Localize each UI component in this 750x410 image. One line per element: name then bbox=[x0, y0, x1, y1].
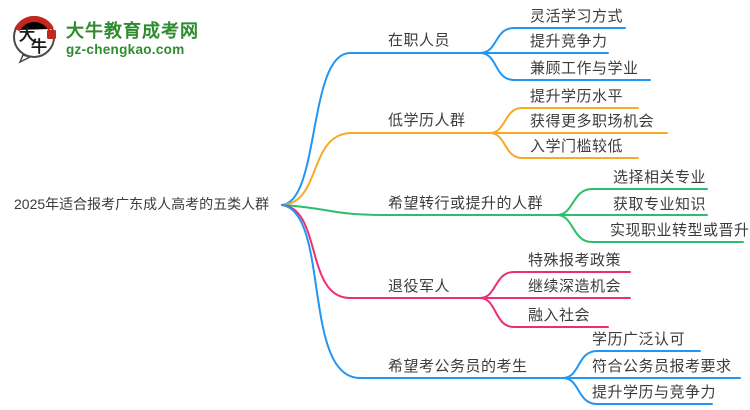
branch-child-label: 提升学历水平 bbox=[530, 88, 624, 105]
site-logo: 大 牛 大牛教育成考网 gz-chengkao.com bbox=[10, 12, 199, 64]
site-name: 大牛教育成考网 bbox=[66, 21, 199, 41]
logo-text-block: 大牛教育成考网 gz-chengkao.com bbox=[66, 12, 199, 58]
branch-child-label: 实现职业转型或晋升 bbox=[610, 222, 750, 239]
branch-4-line bbox=[281, 204, 481, 299]
branch-child-label: 符合公务员报考要求 bbox=[592, 358, 732, 375]
branch-child-label: 提升学历与竞争力 bbox=[592, 384, 717, 401]
bubble-tail bbox=[18, 54, 33, 64]
site-url: gz-chengkao.com bbox=[66, 42, 185, 57]
branch-child-label: 学历广泛认可 bbox=[592, 331, 686, 348]
branch-child-label: 选择相关专业 bbox=[613, 169, 707, 186]
branch-5-child-3-line bbox=[562, 377, 713, 405]
branch-1-child-3-line bbox=[479, 52, 651, 81]
branch-label: 在职人员 bbox=[388, 32, 451, 49]
branch-3-child-3-line bbox=[556, 214, 744, 243]
branch-child-label: 灵活学习方式 bbox=[530, 8, 624, 25]
branch-3-line bbox=[281, 204, 558, 216]
branch-label: 低学历人群 bbox=[388, 112, 466, 129]
daniu-bubble-logo-icon: 大 牛 bbox=[13, 15, 56, 64]
branch-2-child-3-line bbox=[489, 132, 639, 159]
branch-child-label: 继续深造机会 bbox=[528, 278, 622, 295]
branch-1-line bbox=[281, 52, 481, 206]
red-hat-arc bbox=[14, 15, 54, 32]
branch-child-label: 兼顾工作与学业 bbox=[530, 60, 639, 77]
branch-label: 希望转行或提升的人群 bbox=[388, 195, 544, 212]
branch-label: 退役军人 bbox=[388, 278, 451, 295]
branch-5-line bbox=[281, 204, 564, 379]
red-seal bbox=[47, 30, 56, 39]
branch-child-label: 特殊报考政策 bbox=[528, 252, 622, 269]
branch-child-label: 获取专业知识 bbox=[613, 196, 707, 213]
branch-2-line bbox=[281, 132, 491, 206]
branch-4-child-3-line bbox=[479, 297, 609, 328]
branch-label: 希望考公务员的考生 bbox=[388, 358, 528, 375]
branch-child-label: 入学门槛较低 bbox=[530, 138, 624, 155]
branch-child-label: 提升竞争力 bbox=[530, 33, 608, 50]
central-topic: 2025年适合报考广东成人高考的五类人群 bbox=[14, 196, 270, 212]
branch-child-label: 融入社会 bbox=[528, 307, 591, 324]
logo-char-top: 大 bbox=[19, 25, 35, 44]
branch-child-label: 获得更多职场机会 bbox=[530, 113, 655, 130]
logo-char-bottom: 牛 bbox=[31, 37, 47, 56]
